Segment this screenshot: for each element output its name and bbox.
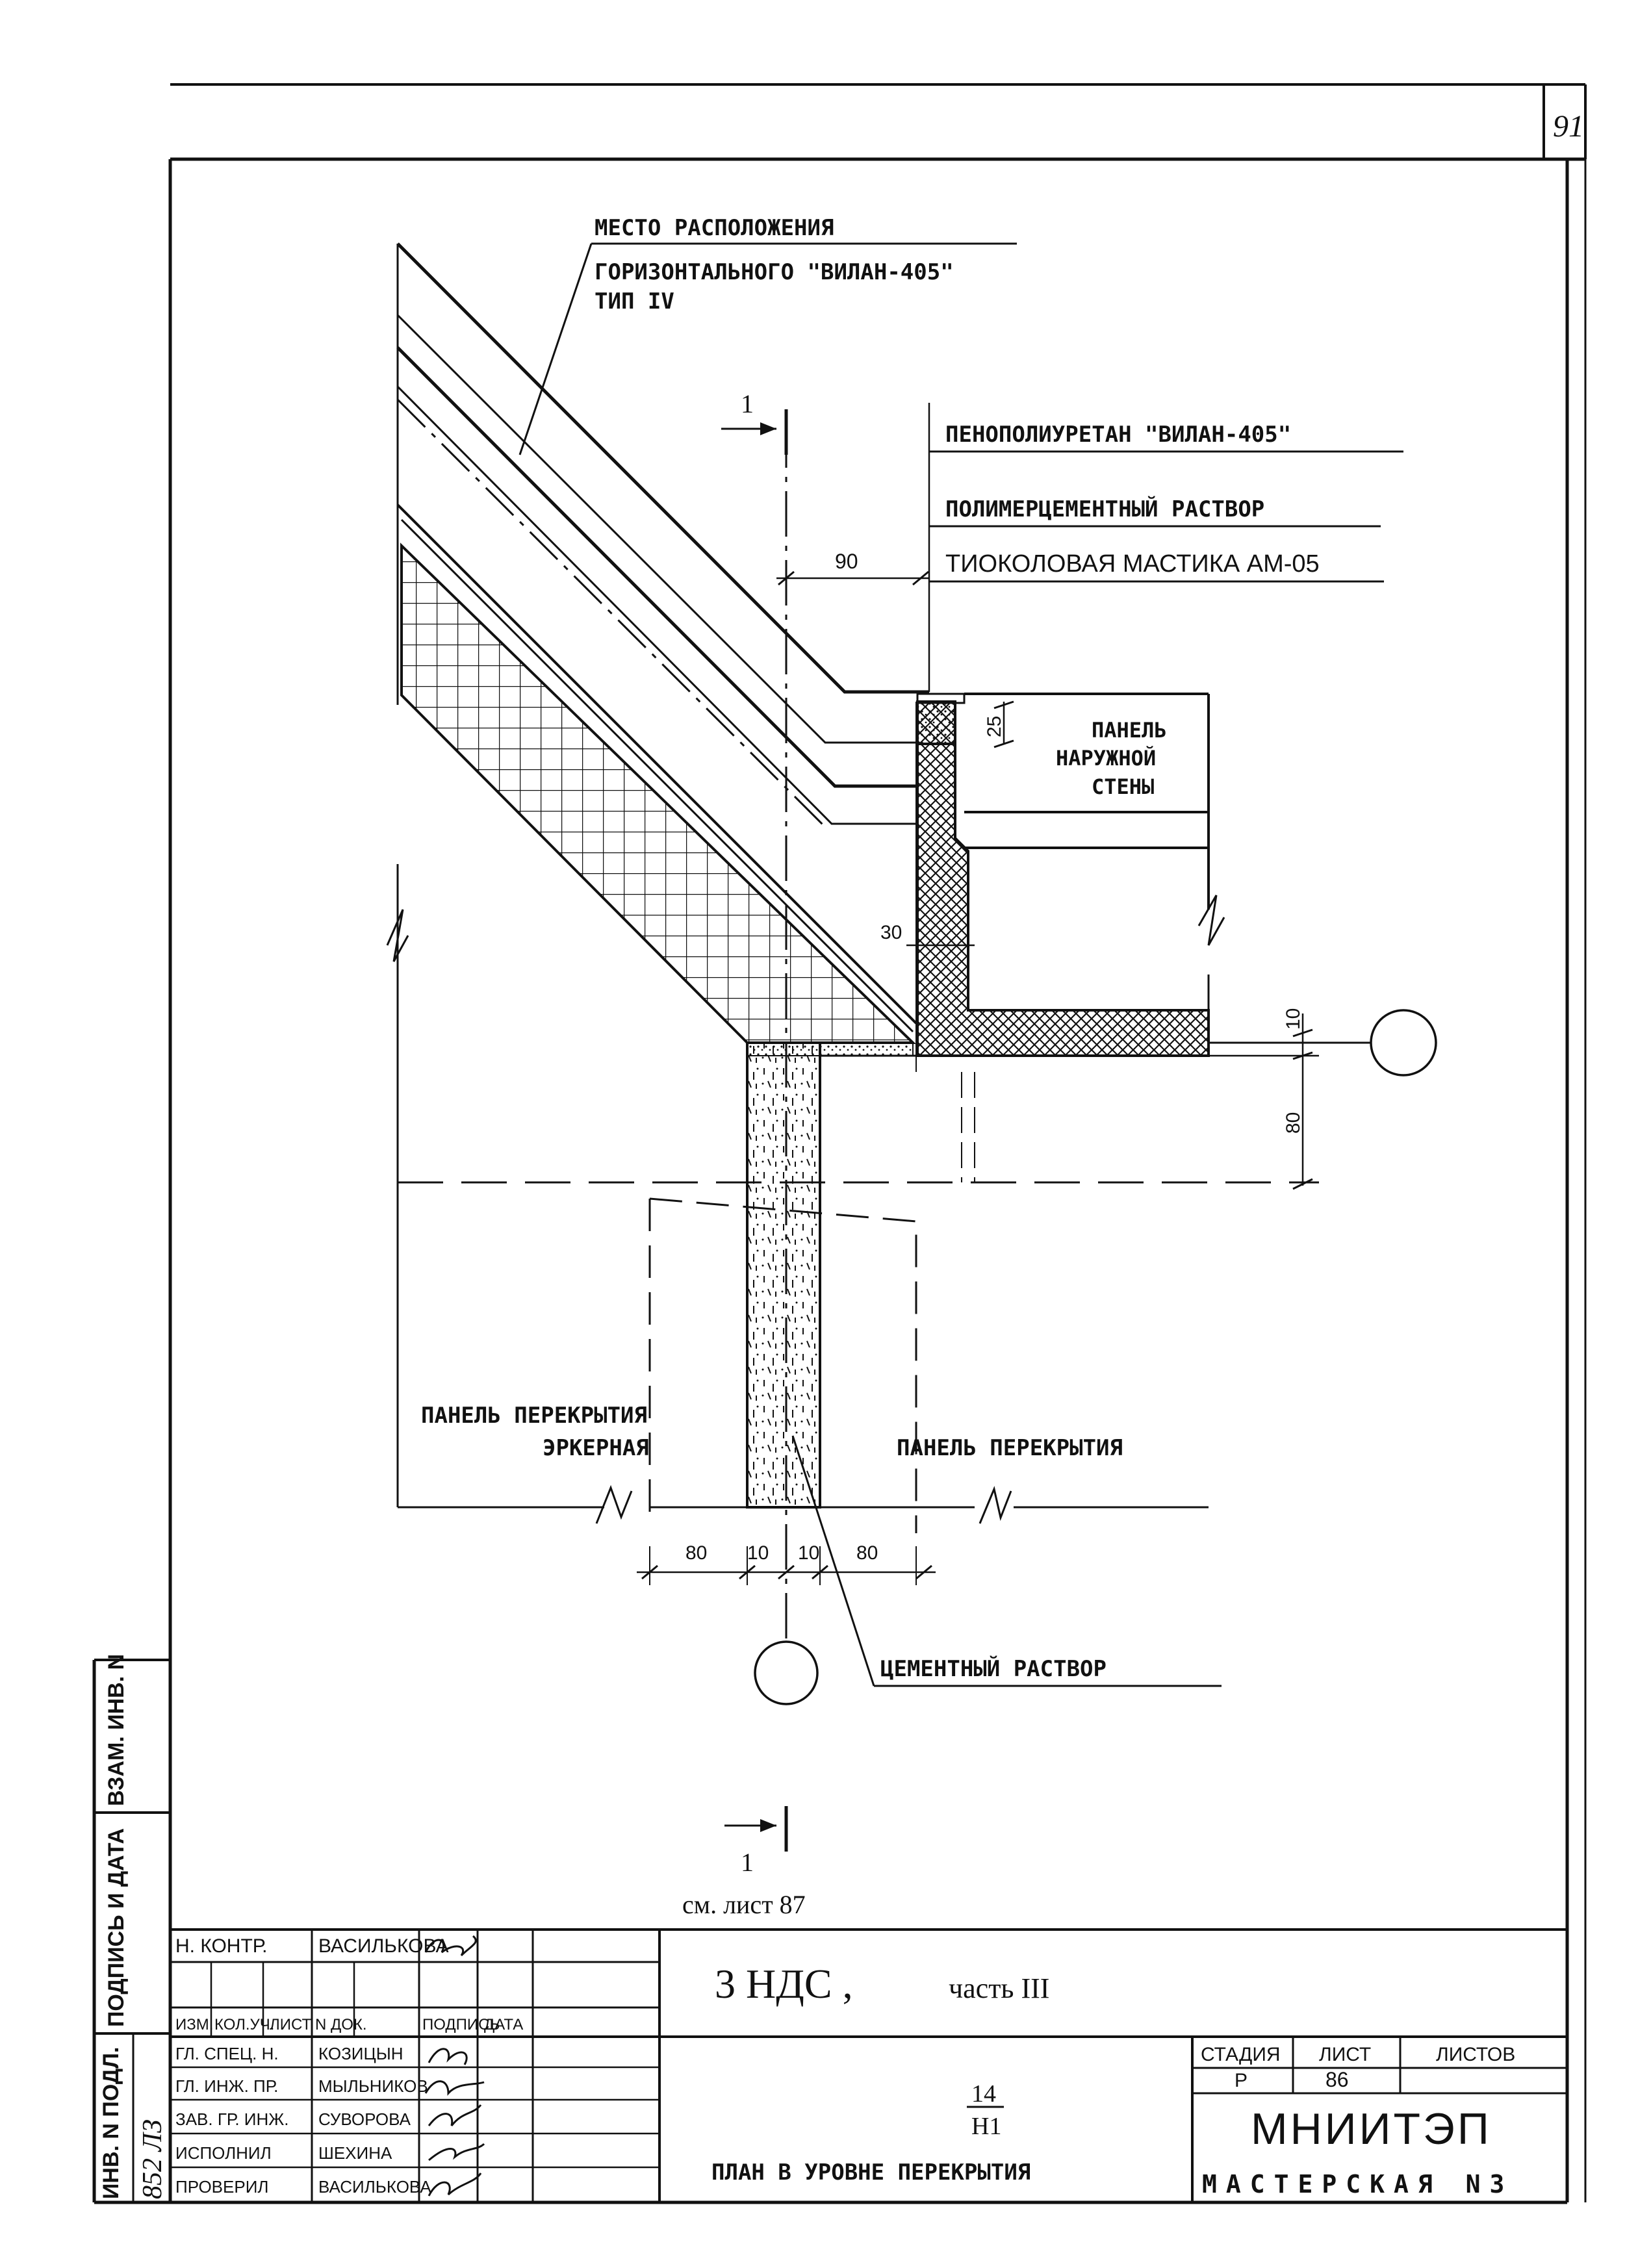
label-wall-panel-3: СТЕНЫ xyxy=(1092,774,1154,799)
header-podpis: ПОДПИСЬ xyxy=(422,2016,500,2033)
callout-place-line3: ТИП IV xyxy=(595,288,674,314)
dim-90: 90 xyxy=(835,550,858,573)
dim-30: 30 xyxy=(880,922,902,943)
cement-seam xyxy=(746,1041,821,1509)
dim-bottom-10-right: 10 xyxy=(798,1542,819,1564)
side-stamp: ВЗАМ. ИНВ. N ПОДПИСЬ И ДАТА ИНВ. N ПОДЛ.… xyxy=(92,1654,170,2202)
n-control-role: Н. КОНТР. xyxy=(175,1935,267,1957)
org-name: МНИИТЭП xyxy=(1251,2104,1492,2154)
row-2-name: СУВОРОВА xyxy=(318,2109,411,2129)
callout-mastic: ТИОКОЛОВАЯ МАСТИКА АМ-05 xyxy=(945,550,1320,578)
cement-seam-top xyxy=(747,1042,914,1056)
sheet-value: 86 xyxy=(1325,2068,1349,2091)
side-stamp-col1: ИНВ. N ПОДЛ. xyxy=(99,2047,123,2199)
row-3-role: ИСПОЛНИЛ xyxy=(175,2143,272,2163)
row-0-role: ГЛ. СПЕЦ. Н. xyxy=(175,2044,279,2063)
drawing-title: ПЛАН В УРОВНЕ ПЕРЕКРЫТИЯ xyxy=(711,2160,1030,2185)
header-izm: ИЗМ. xyxy=(175,2016,213,2033)
section-number-top: 1 xyxy=(741,389,754,418)
row-1-name: МЫЛЬНИКОВ xyxy=(318,2076,428,2096)
sheet-ref-bottom: Н1 xyxy=(971,2113,1001,2140)
mastic-cap xyxy=(916,700,956,745)
label-bay-panel-2: ЭРКЕРНАЯ xyxy=(543,1435,649,1461)
dim-10-right: 10 xyxy=(1283,1008,1304,1030)
dim-bottom-10-left: 10 xyxy=(747,1542,769,1564)
label-wall-panel-1: ПАНЕЛЬ xyxy=(1092,718,1167,743)
signatures xyxy=(424,1935,485,2197)
callout-place-line2: ГОРИЗОНТАЛЬНОГО "ВИЛАН-405" xyxy=(595,259,954,285)
main-frame xyxy=(94,157,1587,2204)
callout-place-line1: МЕСТО РАСПОЛОЖЕНИЯ xyxy=(595,215,834,241)
row-4-name: ВАСИЛЬКОВА xyxy=(318,2177,431,2197)
callout-cement: ЦЕМЕНТНЫЙ РАСТВОР xyxy=(880,1655,1107,1682)
project-code: 3 НДС , xyxy=(715,1961,853,2007)
detail-drawing xyxy=(386,242,1437,1705)
page-number: 91 xyxy=(1553,109,1584,144)
dimensions: 90 25 30 10 80 80 10 10 80 xyxy=(637,403,1319,1585)
header-ndok: N ДОК. xyxy=(315,2016,367,2033)
side-stamp-col3: ВЗАМ. ИНВ. N xyxy=(104,1654,129,1806)
row-3-name: ШЕХИНА xyxy=(318,2143,392,2163)
section-mark-bottom: 1 см. лист 87 xyxy=(682,1806,806,1919)
callout-foam: ПЕНОПОЛИУРЕТАН "ВИЛАН-405" xyxy=(945,422,1291,448)
section-number-bottom: 1 xyxy=(741,1848,754,1877)
row-1-role: ГЛ. ИНЖ. ПР. xyxy=(175,2076,278,2096)
side-stamp-inv-value: 852 ЛЗ xyxy=(138,2119,168,2199)
stage-label: СТАДИЯ xyxy=(1201,2044,1281,2065)
section-reference: см. лист 87 xyxy=(682,1890,806,1919)
header-koluch: КОЛ.УЧ. xyxy=(214,2016,274,2033)
sheet-label: ЛИСТ xyxy=(1319,2044,1371,2065)
callouts: МЕСТО РАСПОЛОЖЕНИЯ ГОРИЗОНТАЛЬНОГО "ВИЛА… xyxy=(421,215,1403,1687)
dim-bottom-80-right: 80 xyxy=(856,1542,878,1564)
sheet-ref-top: 14 xyxy=(971,2080,996,2108)
n-control-name: ВАСИЛЬКОВА xyxy=(318,1935,448,1957)
row-2-role: ЗАВ. ГР. ИНЖ. xyxy=(175,2109,288,2129)
insulation-hatch xyxy=(400,542,916,1044)
page-number-box: 91 xyxy=(170,83,1587,159)
title-block: Н. КОНТР. ВАСИЛЬКОВА ИЗМ. КОЛ.УЧ. ЛИСТ N… xyxy=(170,1928,1567,2202)
dim-80-right: 80 xyxy=(1283,1112,1304,1134)
sheets-label: ЛИСТОВ xyxy=(1436,2044,1515,2065)
label-wall-panel-2: НАРУЖНОЙ xyxy=(1056,746,1156,771)
row-0-name: КОЗИЦЫН xyxy=(318,2044,403,2063)
row-4-role: ПРОВЕРИЛ xyxy=(175,2177,268,2197)
callout-polymer: ПОЛИМЕРЦЕМЕНТНЫЙ РАСТВОР xyxy=(945,496,1264,522)
section-mark-top: 1 xyxy=(721,389,788,455)
header-list: ЛИСТ xyxy=(270,2016,312,2033)
stage-value: Р xyxy=(1235,2070,1248,2091)
dim-25: 25 xyxy=(984,716,1005,737)
label-floor-panel: ПАНЕЛЬ ПЕРЕКРЫТИЯ xyxy=(897,1435,1123,1461)
label-bay-panel-1: ПАНЕЛЬ ПЕРЕКРЫТИЯ xyxy=(421,1403,647,1429)
header-data: ДАТА xyxy=(484,2016,523,2033)
project-part: часть III xyxy=(949,1972,1049,2004)
side-stamp-col2: ПОДПИСЬ И ДАТА xyxy=(104,1828,129,2027)
workshop: МАСТЕРСКАЯ N3 xyxy=(1202,2170,1513,2198)
dim-bottom-80-left: 80 xyxy=(685,1542,707,1564)
